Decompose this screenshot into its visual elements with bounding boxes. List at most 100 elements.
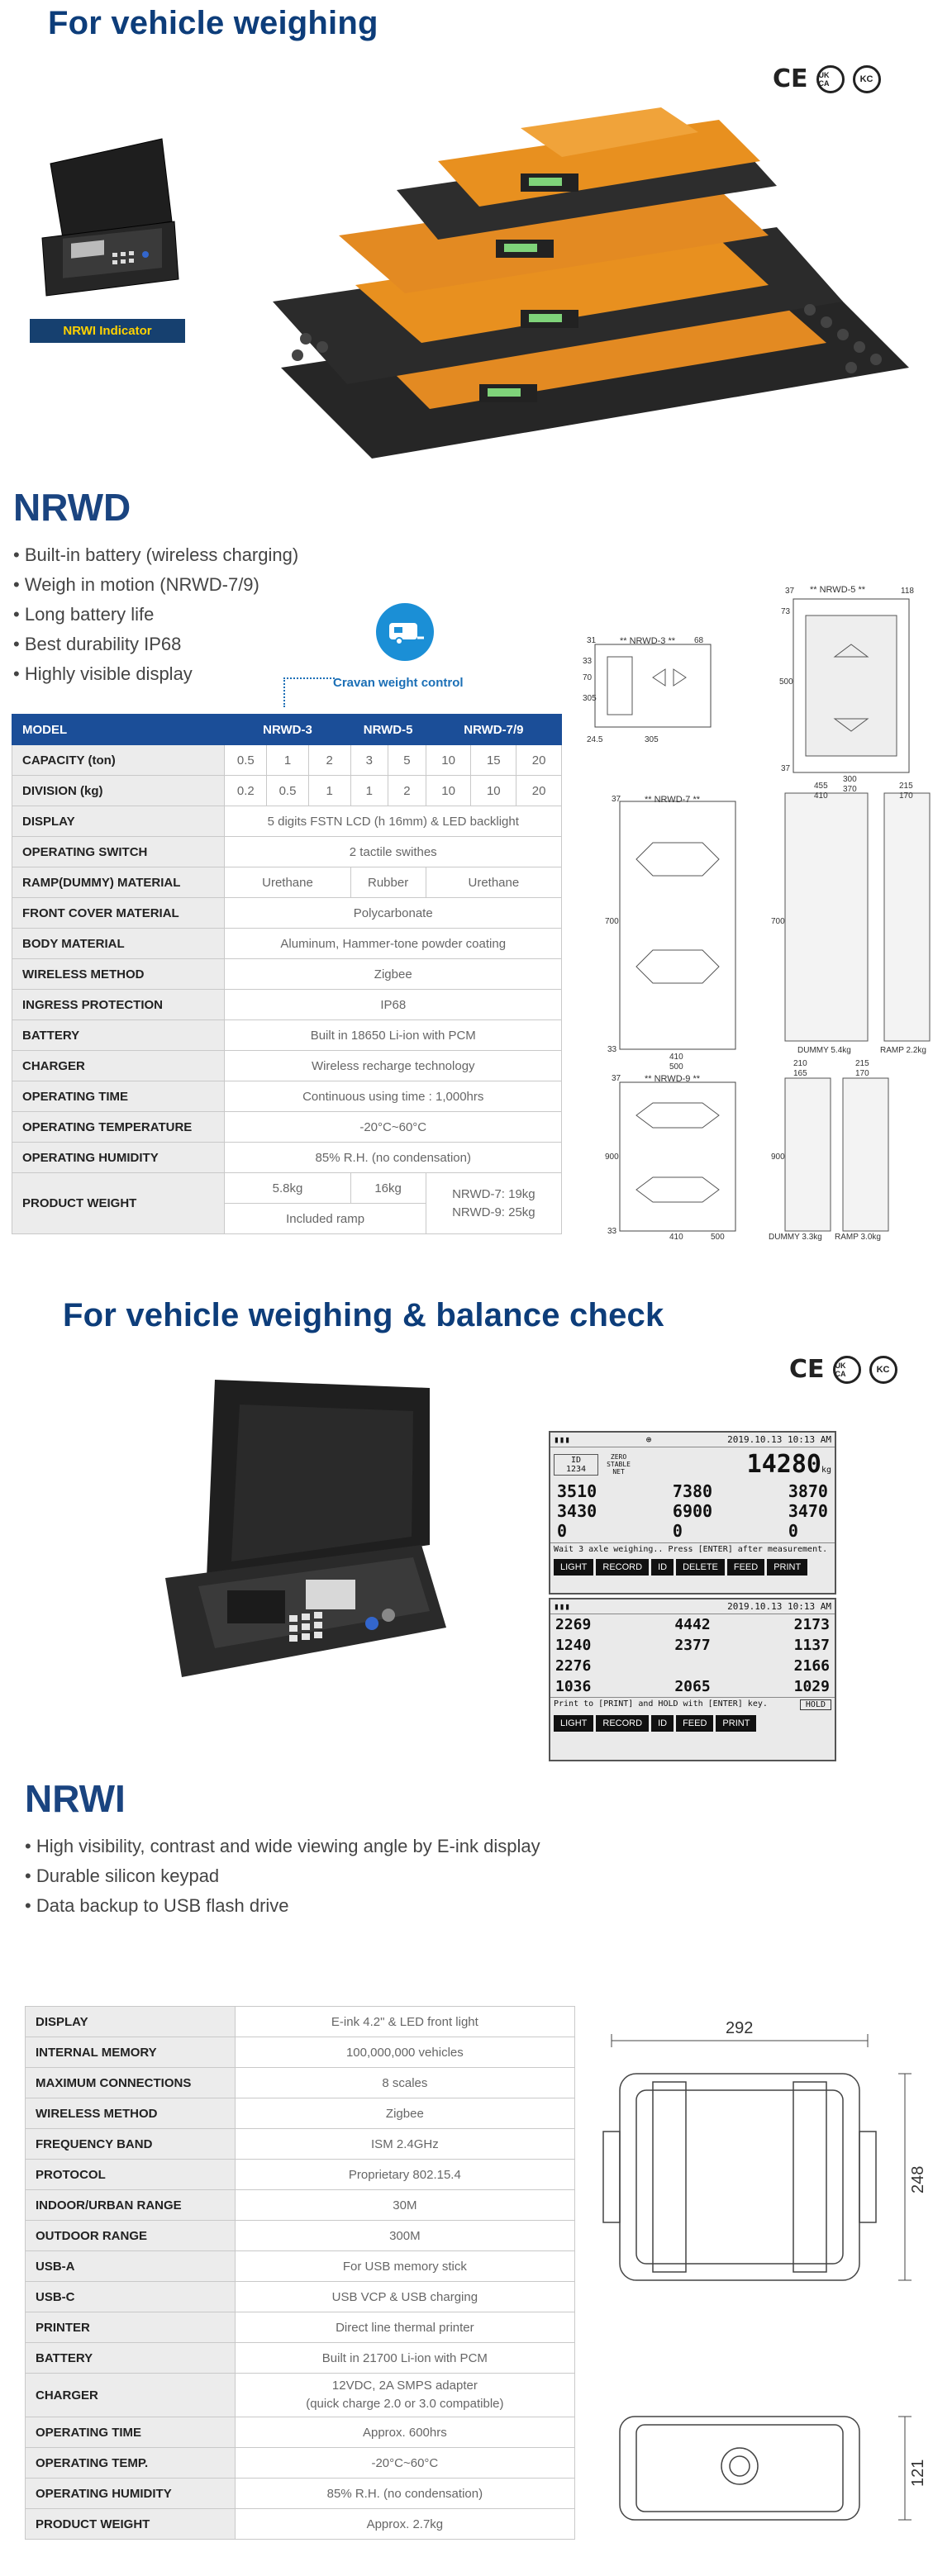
record-button[interactable]: RECORD [596, 1715, 650, 1732]
dim-label: 165 [793, 1069, 807, 1078]
record-button[interactable]: RECORD [596, 1559, 650, 1576]
drawing-label: RAMP 2.2kg [880, 1046, 926, 1055]
table-header-row: MODEL NRWD-3 NRWD-5 NRWD-7/9 [11, 714, 563, 745]
table-row: CAPACITY (ton) 0.5 1 2 3 5 10 15 20 [11, 744, 562, 776]
dim-label: 210 [793, 1059, 807, 1068]
table-cell: 2 [307, 744, 351, 776]
row-label: OPERATING HUMIDITY [11, 1142, 226, 1173]
id-button[interactable]: ID [651, 1715, 674, 1732]
screen-datetime: 2019.10.13 10:13 AM [727, 1601, 831, 1612]
row-label: OPERATING TEMPERATURE [11, 1111, 226, 1143]
light-button[interactable]: LIGHT [554, 1559, 594, 1576]
rl-sum-value: 2166 [793, 1657, 830, 1675]
weight-nrwd7: NRWD-7: 19kg [452, 1186, 536, 1201]
bullet-item: Durable silicon keypad [25, 1861, 540, 1891]
dim-label: 68 [694, 636, 704, 645]
table-cell: Zigbee [224, 958, 562, 990]
table-row: DIVISION (kg) 0.2 0.5 1 1 2 10 10 20 [11, 775, 562, 806]
dim-label: 170 [855, 1069, 869, 1078]
row-label: OPERATING HUMIDITY [25, 2478, 236, 2509]
row-label: CHARGER [11, 1050, 226, 1081]
rear-value: 2065 [674, 1678, 711, 1695]
row-label: DISPLAY [11, 806, 226, 837]
dim-label: 37 [612, 795, 621, 804]
caravan-label: Cravan weight control [333, 676, 464, 690]
total-weight: 14280 [746, 1450, 821, 1479]
table-row: RAMP(DUMMY) MATERIAL Urethane Rubber Ure… [11, 867, 563, 898]
charger-line-2: (quick charge 2.0 or 3.0 compatible) [306, 2397, 504, 2411]
table-row: OPERATING TEMP.-20°C~60°C [25, 2447, 576, 2479]
id-button[interactable]: ID [651, 1559, 674, 1576]
dim-label: 700 [771, 917, 785, 926]
table-cell: 1 [350, 775, 389, 806]
row-label: MAXIMUM CONNECTIONS [25, 2067, 236, 2098]
table-cell: Urethane [224, 867, 351, 898]
dim-label: 33 [607, 1045, 617, 1054]
hold-indicator: HOLD [799, 1699, 831, 1710]
zero-indicator: ZERO [610, 1453, 627, 1461]
dim-label: 31 [587, 636, 597, 645]
table-cell: 3 [350, 744, 389, 776]
row-label: OPERATING SWITCH [11, 836, 226, 867]
light-button[interactable]: LIGHT [554, 1715, 594, 1732]
stable-indicator: STABLE [607, 1461, 631, 1468]
dim-label: 500 [669, 1062, 683, 1072]
table-cell: 16kg [350, 1172, 426, 1204]
print-button[interactable]: PRINT [716, 1715, 757, 1732]
bullet-item: Long battery life [13, 600, 298, 630]
table-cell: -20°C~60°C [234, 2447, 576, 2479]
row-label: WIRELESS METHOD [25, 2098, 236, 2129]
ukca-mark: UK CA [816, 64, 845, 93]
caravan-icon [376, 603, 434, 661]
nrwi-indicator-photo [30, 131, 185, 312]
delete-button[interactable]: DELETE [676, 1559, 725, 1576]
drawing-title-nrwd5: ** NRWD-5 ** [810, 585, 866, 595]
row-label: PROTOCOL [25, 2159, 236, 2190]
bullet-item: Data backup to USB flash drive [25, 1891, 540, 1921]
section-title-balance-check: For vehicle weighing & balance check [63, 1297, 664, 1333]
battery-icon: ▮▮▮ [554, 1601, 570, 1612]
dim-label: 370 [843, 785, 857, 794]
header-nrwd5: NRWD-5 [350, 714, 426, 745]
table-cell: Included ramp [224, 1203, 426, 1234]
nrwi-bullets: High visibility, contrast and wide viewi… [25, 1832, 540, 1921]
dim-label: 455 [814, 782, 828, 791]
drawing-title-nrwd3: ** NRWD-3 ** [620, 636, 676, 646]
lr-sum-value: 2276 [555, 1657, 592, 1675]
print-button[interactable]: PRINT [767, 1559, 808, 1576]
feed-button[interactable]: FEED [726, 1559, 765, 1576]
row-label: BATTERY [11, 1019, 226, 1051]
row-label: PRINTER [25, 2312, 236, 2343]
unit-label: kg [821, 1466, 831, 1475]
dim-label: 37 [612, 1074, 621, 1083]
table-cell: Approx. 2.7kg [234, 2508, 576, 2540]
ukca-mark: UK CA [832, 1355, 861, 1384]
battery-icon: ▮▮▮ [554, 1434, 570, 1445]
nrwi-dimension-drawings: 292 248 121 [587, 2008, 934, 2553]
row-label: FRONT COVER MATERIAL [11, 897, 226, 929]
drawing-title-nrwd9: ** NRWD-9 ** [645, 1074, 701, 1084]
left-wheel-3: 0 [557, 1521, 568, 1541]
table-cell: 300M [234, 2220, 576, 2251]
row-label: OPERATING TIME [25, 2417, 236, 2448]
eink-screen-balance: ▮▮▮ 2019.10.13 10:13 AM 2269 4442 2173 1… [549, 1598, 836, 1761]
dim-label: 410 [669, 1053, 683, 1062]
feed-button[interactable]: FEED [676, 1715, 714, 1732]
dim-label: 70 [583, 673, 593, 682]
certification-marks-2: CE UK CA KC [789, 1355, 897, 1384]
table-cell: Rubber [350, 867, 426, 898]
table-cell: 8 scales [234, 2067, 576, 2098]
